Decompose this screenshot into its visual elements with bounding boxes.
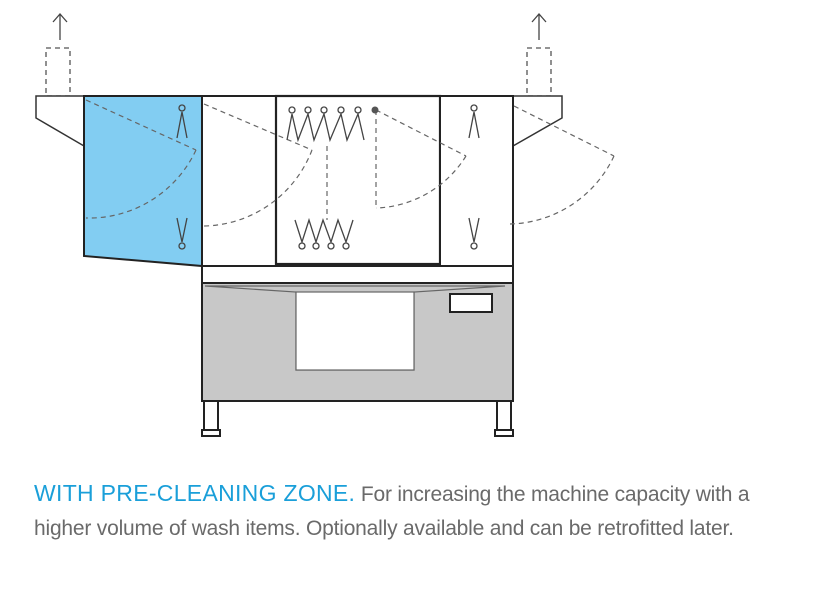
exhaust-left <box>45 47 71 97</box>
tank-inner <box>295 291 415 371</box>
rinse-nozzle-dot <box>371 106 379 114</box>
dishwasher-diagram <box>35 13 615 437</box>
up-arrow-right-icon <box>531 13 547 40</box>
module-rinse <box>439 95 514 267</box>
hood-left <box>35 95 85 148</box>
legs <box>201 400 514 437</box>
up-arrow-left-icon <box>52 13 68 40</box>
spray-nozzles-wash-top <box>286 106 365 143</box>
spray-nozzles-wash-bottom <box>294 217 354 250</box>
control-panel <box>449 293 493 313</box>
hood-right <box>512 95 563 148</box>
spray-nozzles-rinse-zone <box>468 104 480 250</box>
door-swing-arcs <box>85 99 615 227</box>
counter-strip <box>201 265 514 284</box>
caption-body: For increasing the machine capacity with… <box>34 483 750 540</box>
module-prewash <box>201 95 277 267</box>
exhaust-right <box>526 47 552 97</box>
caption: WITH PRE-CLEANING ZONE. For increasing t… <box>34 476 774 546</box>
caption-highlight: WITH PRE-CLEANING ZONE. <box>34 480 356 506</box>
spray-nozzles-prewash-zone <box>176 104 188 250</box>
